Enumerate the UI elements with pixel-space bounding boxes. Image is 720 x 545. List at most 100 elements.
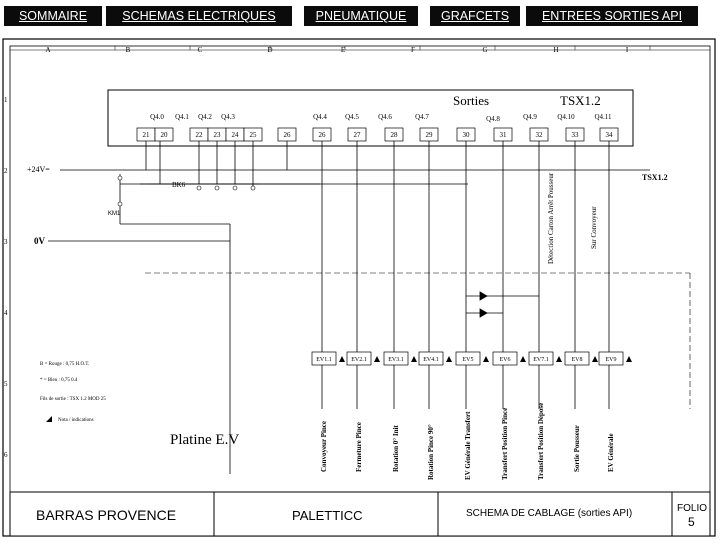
platine-boundary [145, 272, 691, 409]
top-navigation: SOMMAIRE SCHEMAS ELECTRIQUES PNEUMATIQUE… [0, 0, 720, 34]
column-label-i: I [626, 46, 629, 54]
terminal: 27 [354, 131, 362, 139]
platine-label: Platine E.V [170, 432, 239, 448]
plus-24v-label: +24V= [27, 165, 50, 174]
function-label: Transfert Position Pince [501, 408, 509, 480]
function-label: EV Générale Transfert [464, 411, 472, 480]
function-label: Transfert Position Dépose [537, 403, 545, 480]
legend-line: B = Rouge : 0,75 H.O.T. [40, 362, 89, 367]
output-wires [321, 141, 610, 409]
function-label: Convoyeur Pince [320, 421, 328, 472]
row-label-2: 2 [4, 167, 8, 175]
plc-output-labels: Q4.0 Q4.1 Q4.2 Q4.3 Q4.4 Q4.5 Q4.6 Q4.7 … [150, 113, 612, 123]
row-label-5: 5 [4, 380, 8, 388]
company-name: BARRAS PROVENCE [36, 507, 176, 523]
terminal: 23 [214, 131, 222, 139]
column-label-g: G [482, 46, 487, 54]
output-label: Q4.4 [313, 113, 327, 121]
function-label: Rotation Pince 90° [427, 424, 435, 480]
contact-circles [117, 175, 256, 207]
project-name: PALETTICC [292, 508, 363, 523]
function-label: Sortie Pousseur [573, 425, 581, 472]
km1-label: KM1 [108, 211, 121, 217]
terminal: 32 [536, 131, 544, 139]
legend-note: Nota / indications [58, 418, 94, 423]
terminal: 26 [319, 131, 327, 139]
legend-line: * = Bleu : 0,75 0.4 [40, 378, 78, 383]
sensor-label-carton: Détection Carton Arrêt Pousseur [547, 172, 555, 264]
valve-label: EV5 [463, 357, 474, 363]
terminal: 21 [143, 131, 151, 139]
terminal: 22 [196, 131, 204, 139]
valve-label: EV2.1 [351, 357, 367, 363]
valve-label: EV8 [572, 357, 583, 363]
wiring-diagram: A B C D E F G H I 1 2 3 4 5 6 Sorties TS… [2, 38, 716, 537]
function-label: Fermeture Pince [355, 422, 363, 472]
folio-number: 5 [688, 515, 695, 529]
function-label: Rotation 0° Init [392, 425, 400, 472]
column-label-h: H [553, 46, 558, 54]
nav-schemas-electriques-link[interactable]: SCHEMAS ELECTRIQUES [106, 6, 292, 26]
row-label-1: 1 [4, 96, 8, 104]
row-label-3: 3 [4, 238, 8, 246]
output-label: Q4.5 [345, 113, 359, 121]
legend-marker-icon [46, 416, 52, 422]
output-label: Q4.11 [594, 113, 612, 121]
column-label-b: B [126, 46, 131, 54]
bk6-label: BK6 [172, 181, 186, 189]
column-labels: A B C D E F G H I [45, 46, 628, 54]
output-label: Q4.2 [198, 113, 212, 121]
output-label: Q4.7 [415, 113, 429, 121]
coil-diodes [339, 356, 632, 362]
column-label-d: D [267, 46, 272, 54]
terminal: 20 [161, 131, 169, 139]
output-label: Q4.10 [557, 113, 575, 121]
row-labels: 1 2 3 4 5 6 [4, 96, 8, 459]
drawing-description: SCHEMA DE CABLAGE (sorties API) [466, 508, 632, 519]
nav-entrees-sorties-api-link[interactable]: ENTREES SORTIES API [526, 6, 698, 26]
column-dividers [10, 46, 710, 51]
output-label: Q4.0 [150, 113, 164, 121]
column-label-e: E [341, 46, 345, 54]
tsx-ref-label: TSX1.2 [642, 173, 668, 182]
folio-label: FOLIO [677, 503, 707, 514]
title-block: BARRAS PROVENCE PALETTICC SCHEMA DE CABL… [9, 491, 711, 537]
output-label: Q4.8 [486, 115, 500, 123]
diode-block [466, 291, 539, 318]
valve-label: EV3.1 [388, 357, 404, 363]
legend-line: Fils de sortie : TSX 1.2 MOD 25 [40, 397, 106, 402]
valve-coils: EV1.1 EV2.1 EV3.1 EV4.1 EV5 EV6 EV7.1 EV… [311, 351, 624, 366]
function-label: EV Générale [607, 433, 615, 472]
sensor-label-convoyeur: Sur Convoyeur [590, 206, 598, 249]
valve-label: EV4.1 [423, 357, 439, 363]
output-label: Q4.9 [523, 113, 537, 121]
plc-model: TSX1.2 [560, 93, 601, 108]
power-rails [48, 141, 650, 474]
terminal: 25 [250, 131, 258, 139]
function-labels: Convoyeur Pince Fermeture Pince Rotation… [320, 403, 615, 480]
plc-title: Sorties [453, 93, 489, 108]
terminal: 34 [606, 131, 614, 139]
zero-v-label: 0V [34, 236, 46, 246]
valve-label: EV9 [606, 357, 617, 363]
terminal: 28 [391, 131, 399, 139]
terminal: 26 [284, 131, 292, 139]
output-label: Q4.3 [221, 113, 235, 121]
valve-label: EV7.1 [533, 357, 549, 363]
valve-label: EV6 [500, 357, 511, 363]
output-label: Q4.6 [378, 113, 392, 121]
terminal: 30 [463, 131, 471, 139]
legend: B = Rouge : 0,75 H.O.T. * = Bleu : 0,75 … [40, 362, 106, 423]
column-label-a: A [45, 46, 50, 54]
nav-pneumatique-link[interactable]: PNEUMATIQUE [304, 6, 418, 26]
terminal: 24 [232, 131, 240, 139]
row-label-4: 4 [4, 309, 8, 317]
valve-label: EV1.1 [316, 357, 332, 363]
nav-sommaire-link[interactable]: SOMMAIRE [4, 6, 102, 26]
nav-grafcets-link[interactable]: GRAFCETS [430, 6, 520, 26]
terminal: 29 [426, 131, 434, 139]
plc-terminals: 21 20 22 23 24 25 26 26 27 28 29 30 31 3… [136, 127, 619, 142]
column-label-c: C [198, 46, 203, 54]
terminal: 33 [572, 131, 580, 139]
terminal: 31 [500, 131, 508, 139]
